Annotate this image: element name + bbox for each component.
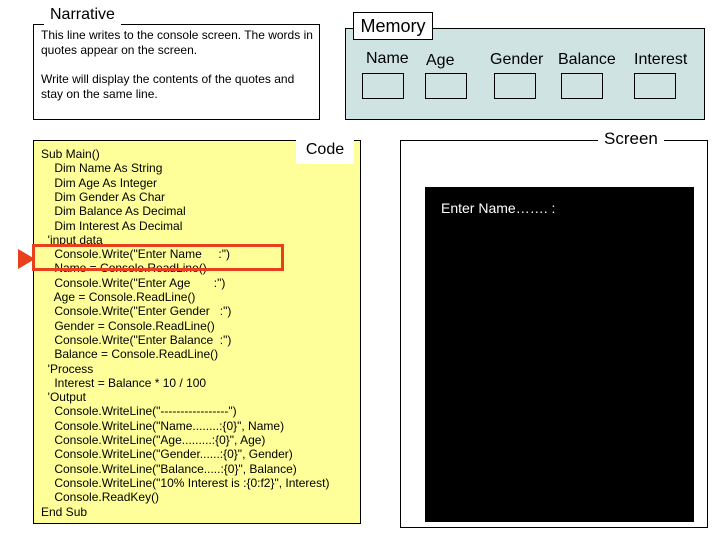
code-line: Console.WriteLine("Age.........:{0}", Ag… (41, 433, 266, 447)
code-title: Code (296, 140, 354, 164)
memory-slot-gender (494, 73, 536, 99)
memory-title-box (353, 12, 433, 40)
code-line: Console.Write("Enter Age :") (41, 275, 226, 290)
narrative-paragraph-2: Write will display the contents of the q… (41, 72, 295, 101)
code-line: Age = Console.ReadLine() (41, 290, 196, 304)
code-line: 'input data (41, 232, 103, 247)
code-line: Console.ReadKey() (41, 490, 160, 505)
code-line: Console.WriteLine("Gender......:{0}", Ge… (41, 447, 293, 462)
code-line: Console.Write("Enter Gender :") (41, 304, 232, 319)
memory-label-age: Age (426, 52, 455, 69)
current-line-highlight (32, 244, 284, 271)
memory-label-balance: Balance (558, 51, 616, 68)
code-line: Sub Main() (41, 147, 100, 161)
code-line: Console.Write("Enter Balance :") (41, 332, 232, 347)
narrative-panel (33, 24, 320, 120)
code-line-highlighted: Console.Write("Enter Name :") (41, 247, 231, 262)
code-line: Dim Interest As Decimal (41, 218, 183, 233)
memory-slot-balance (561, 73, 603, 99)
memory-label-name: Name (366, 50, 409, 67)
code-line: Dim Gender As Char (41, 189, 166, 204)
code-line: Console.WriteLine("Name........:{0}", Na… (41, 418, 285, 433)
code-line: End Sub (41, 504, 88, 519)
code-listing: Sub Main() Dim Name As String Dim Age As… (41, 147, 359, 523)
screen-title: Screen (598, 129, 664, 149)
code-line: Dim Age As Integer (41, 175, 158, 190)
memory-label-interest: Interest (634, 51, 688, 68)
code-line: Console.WriteLine("Balance.....:{0}", Ba… (41, 461, 297, 476)
code-line: Balance = Console.ReadLine() (41, 347, 219, 362)
code-line: Console.WriteLine("10% Interest is :{0:f… (41, 475, 330, 490)
screen-panel (400, 140, 708, 528)
console-output-text: Enter Name……. : (441, 200, 556, 216)
narrative-title: Narrative (44, 5, 121, 25)
code-line: Dim Balance As Decimal (41, 204, 186, 219)
code-panel (33, 140, 361, 524)
memory-label-gender: Gender (490, 51, 544, 68)
memory-slot-name (362, 73, 404, 99)
code-line: Interest = Balance * 10 / 100 (41, 375, 207, 390)
memory-slot-age (425, 73, 467, 99)
code-line: 'Process (41, 361, 94, 376)
memory-title: Memory (360, 16, 426, 36)
execution-pointer-icon (18, 249, 35, 269)
code-line: Gender = Console.ReadLine() (41, 318, 215, 333)
narrative-paragraph-1: This line writes to the console screen. … (41, 28, 313, 57)
memory-slot-interest (634, 73, 676, 99)
code-line: 'Output (41, 390, 86, 405)
code-line: Console.WriteLine("-----------------") (41, 404, 237, 419)
console-screen: Enter Name……. : (425, 187, 694, 522)
code-line: Dim Name As String (41, 161, 163, 176)
